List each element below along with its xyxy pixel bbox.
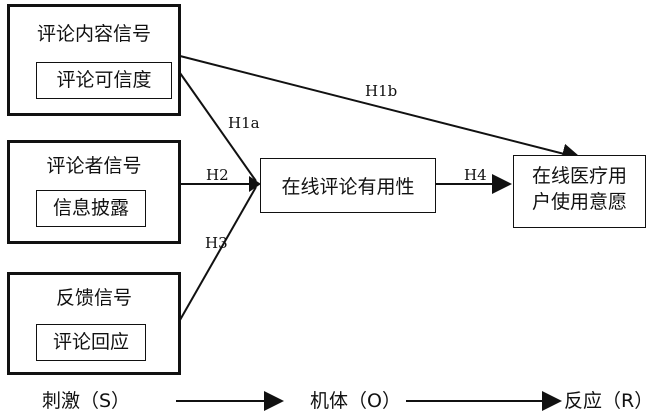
review-content-signal-title: 评论内容信号 xyxy=(36,23,151,45)
label-h4: H4 xyxy=(464,166,487,184)
online-review-usefulness-box: 在线评论有用性 xyxy=(260,158,436,213)
feedback-signal-title: 反馈信号 xyxy=(55,287,132,309)
review-response-box: 评论回应 xyxy=(36,324,146,361)
stimulus-label: 刺激（S） xyxy=(42,390,131,412)
label-h3: H3 xyxy=(205,234,228,252)
online-medical-user-intention-line2: 户使用意愿 xyxy=(531,190,627,213)
arrow-h1b xyxy=(179,55,582,164)
online-medical-user-intention-line1: 在线医疗用 xyxy=(531,165,627,187)
reviewer-signal-title: 评论者信号 xyxy=(46,155,142,177)
review-content-signal-box: 评论内容信号 评论可信度 xyxy=(7,4,181,116)
response-label: 反应（R） xyxy=(564,390,654,412)
arrow-h3 xyxy=(179,186,257,321)
label-h1b: H1b xyxy=(365,82,398,100)
information-disclosure-box: 信息披露 xyxy=(36,190,146,227)
arrow-h1a xyxy=(179,72,257,182)
merge-arrowhead xyxy=(249,176,261,192)
reviewer-signal-box: 评论者信号 信息披露 xyxy=(7,140,181,244)
review-credibility-box: 评论可信度 xyxy=(36,62,172,99)
label-h1a: H1a xyxy=(228,114,260,132)
feedback-signal-box: 反馈信号 评论回应 xyxy=(7,272,181,375)
label-h2: H2 xyxy=(206,166,229,184)
organism-label: 机体（O） xyxy=(310,390,401,412)
online-medical-user-intention-box: 在线医疗用 户使用意愿 xyxy=(513,155,646,228)
